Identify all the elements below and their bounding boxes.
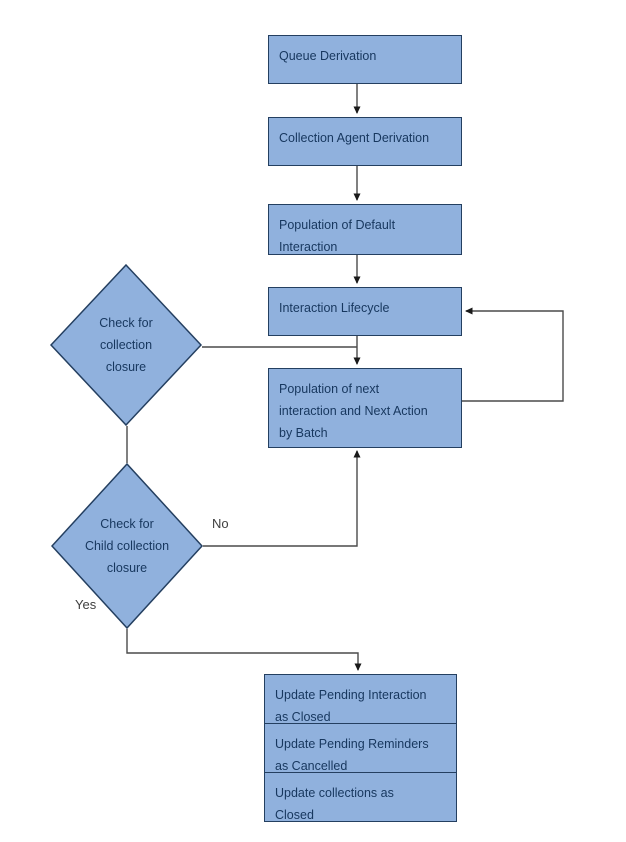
node-population-next-interaction-label: Population of next interaction and Next … <box>279 382 428 440</box>
node-update-collections: Update collections as Closed <box>264 772 457 822</box>
connector-no-branch <box>203 450 361 547</box>
node-update-pending-reminders-label: Update Pending Reminders as Cancelled <box>275 737 429 773</box>
edge-label-yes: Yes <box>75 597 97 612</box>
node-queue-derivation: Queue Derivation <box>268 35 462 84</box>
edge-label-no: No <box>212 516 229 531</box>
node-check-child-collection-closure-label: Check for Child collection closure <box>84 517 170 575</box>
node-check-child-collection-closure: Check for Child collection closure <box>51 463 203 629</box>
node-update-collections-label: Update collections as Closed <box>275 786 394 822</box>
connector-feedback-loop <box>462 307 564 402</box>
node-collection-agent-derivation: Collection Agent Derivation <box>268 117 462 166</box>
diamond-shape <box>50 264 202 426</box>
node-population-next-interaction: Population of next interaction and Next … <box>268 368 462 448</box>
node-update-pending-reminders: Update Pending Reminders as Cancelled <box>264 723 457 773</box>
node-population-default-interaction-label: Population of Default Interaction <box>279 218 396 254</box>
connector-yes-branch <box>126 629 362 671</box>
node-update-pending-interaction: Update Pending Interaction as Closed <box>264 674 457 724</box>
node-collection-agent-derivation-label: Collection Agent Derivation <box>279 131 430 145</box>
node-update-pending-interaction-label: Update Pending Interaction as Closed <box>275 688 427 724</box>
node-population-default-interaction: Population of Default Interaction <box>268 204 462 255</box>
diamond-shape <box>51 463 203 629</box>
node-queue-derivation-label: Queue Derivation <box>279 49 377 63</box>
node-check-collection-closure: Check for collection closure <box>50 264 202 426</box>
node-interaction-lifecycle-label: Interaction Lifecycle <box>279 301 390 315</box>
node-check-collection-closure-label: Check for collection closure <box>99 316 153 374</box>
node-interaction-lifecycle: Interaction Lifecycle <box>268 287 462 336</box>
